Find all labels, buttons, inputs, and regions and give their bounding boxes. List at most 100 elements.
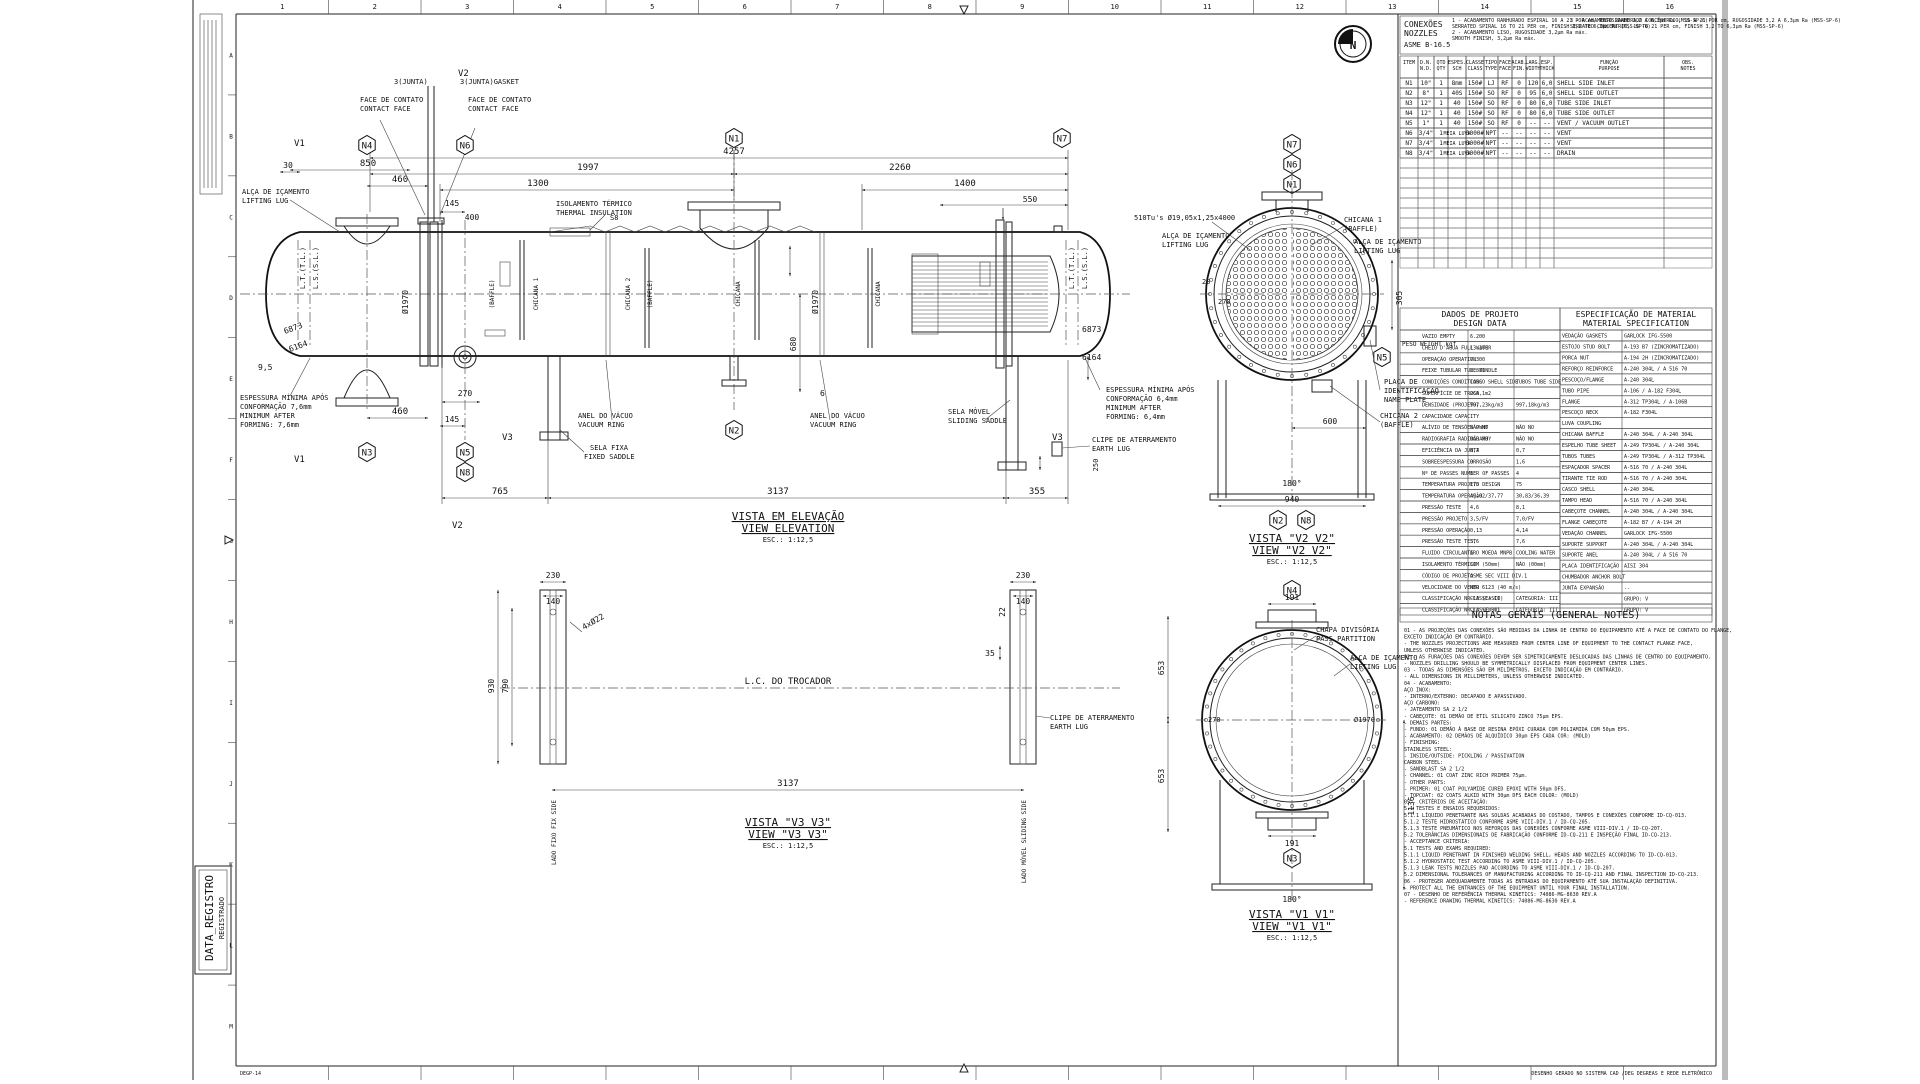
svg-text:MEIA LUVA: MEIA LUVA <box>1443 151 1470 157</box>
svg-text:ESTOJO STUD BOLT: ESTOJO STUD BOLT <box>1562 344 1610 350</box>
row-marker: J <box>229 781 233 788</box>
svg-text:RF: RF <box>1501 120 1509 127</box>
svg-text:N1: N1 <box>1287 181 1298 191</box>
svg-text:1: 1 <box>1439 110 1443 117</box>
svg-text:NÃO NO: NÃO NO <box>1516 436 1534 443</box>
data-registro-label: DATA_REGISTRO <box>203 875 216 961</box>
svg-text:SIM (50mm): SIM (50mm) <box>1470 562 1500 568</box>
svg-text:4,14: 4,14 <box>1516 528 1528 534</box>
svg-text:A-182 F304L: A-182 F304L <box>1624 410 1657 416</box>
general-note-line: 5.2 TOLERÂNCIAS DIMENSIONAIS DE FABRICAÇ… <box>1404 832 1672 839</box>
svg-text:QTD: QTD <box>1436 60 1445 66</box>
general-note-line: 5.1.3 TESTE PNEUMÁTICO NOS REFORÇOS DAS … <box>1404 825 1663 832</box>
contact-face-label-1: CONTACT FACE <box>360 105 411 113</box>
svg-text:0: 0 <box>1517 90 1521 97</box>
dim-6873-right: 6873 <box>1082 325 1101 334</box>
svg-text:N4: N4 <box>1287 587 1298 597</box>
v2-title-en: VIEW "V2 V2" <box>1252 544 1331 557</box>
nozzle-tag-n8: N8 <box>1297 509 1315 531</box>
footer-right-text: DESENHO GERADO NO SISTEMA CAD /DEG DEGRE… <box>1531 1070 1712 1077</box>
nozzle-tag-n5: N5 <box>456 441 474 463</box>
general-note-line: 5.1.2 TESTE HIDROSTÁTICO CONFORME ASME V… <box>1404 818 1591 825</box>
elevation-view: 4257 1997 2260 1300 1400 850 460 145 400… <box>240 69 1195 544</box>
v1-title-pt: VISTA "V1 V1" <box>1249 908 1335 921</box>
v1-dim-180: 180° <box>1282 895 1301 904</box>
vacuum-ring-label-en-1: VACUUM RING <box>578 421 624 429</box>
svg-text:VENT / VACUUM OUTLET: VENT / VACUUM OUTLET <box>1557 120 1630 127</box>
general-note-line: 5.1 TESTS AND EXAMS REQUIRED: <box>1404 846 1491 852</box>
svg-text:CLASSE: II: CLASSE: II <box>1470 608 1500 614</box>
svg-text:ESP.: ESP. <box>1541 60 1553 66</box>
sliding-saddle-label-en: SLIDING SADDLE <box>948 417 1007 425</box>
registrado-label: REGISTRADO <box>218 897 226 939</box>
svg-text:A-182 B7 / A-194 2H: A-182 B7 / A-194 2H <box>1624 520 1681 526</box>
general-note-line: - SANDBLAST SA 2 1/2 <box>1404 767 1464 773</box>
column-marker: 10 <box>1111 3 1119 11</box>
v3-fixed-side: LADO FIXO FIX SIDE <box>551 800 558 865</box>
svg-text:GRUPO: V: GRUPO: V <box>1624 608 1648 614</box>
general-note-line: 5.1.1 LIQUID PENETRANT IN FINISHED WELDI… <box>1404 852 1678 858</box>
svg-text:1: 1 <box>1439 90 1443 97</box>
svg-text:EFICIÊNCIA DA JUNTA: EFICIÊNCIA DA JUNTA <box>1422 446 1479 454</box>
svg-text:RF: RF <box>1501 80 1509 87</box>
svg-text:6,0: 6,0 <box>1542 110 1553 117</box>
general-note-line: - CHANNEL: 01 COAT ZINC RICH PRIMER 75µm… <box>1404 773 1527 779</box>
row-marker: D <box>229 295 233 302</box>
column-marker: 2 <box>373 3 377 11</box>
general-note-line: - FUNDO: 01 DEMÃO À BASE DE RESINA EPÓXI… <box>1404 726 1630 733</box>
svg-text:1: 1 <box>1439 150 1443 157</box>
svg-text:NPT: NPT <box>1486 130 1497 137</box>
v2-baffle2-label: (BAFFLE) <box>1380 421 1414 429</box>
view-mark-v3-left: V3 <box>502 433 513 443</box>
junta-label: 3(JUNTA) <box>394 78 428 86</box>
svg-text:FACE: FACE <box>1499 60 1511 66</box>
svg-text:GARLOCK IFG-5500: GARLOCK IFG-5500 <box>1624 531 1672 537</box>
v1-dim-191-bottom: 191 <box>1285 839 1300 848</box>
general-note-line: - ALL DIMENSIONS IN MILLIMETERS, UNLESS … <box>1404 674 1585 680</box>
general-notes: NOTAS GERAIS (GENERAL NOTES)01 - AS PROJ… <box>1399 607 1732 905</box>
column-marker: 4 <box>558 3 562 11</box>
svg-text:CÓDIGO DE PROJETO: CÓDIGO DE PROJETO <box>1422 572 1473 579</box>
svg-text:150#: 150# <box>1468 90 1483 97</box>
svg-text:SERRATED SPIRAL 16 TO 21 PER c: SERRATED SPIRAL 16 TO 21 PER cm, FINISH … <box>1452 24 1651 30</box>
svg-text:GRUPO: V: GRUPO: V <box>1624 597 1648 603</box>
svg-text:CONEXÕES: CONEXÕES <box>1404 18 1443 29</box>
svg-text:4: 4 <box>1516 471 1519 477</box>
svg-text:49,02/37,77: 49,02/37,77 <box>1470 494 1503 500</box>
general-note-line: 5.1.2 HYDROSTATIC TEST ACCORDING TO ASME… <box>1404 859 1597 865</box>
nozzle-tag-n2: N2 <box>725 419 743 441</box>
v1-dim-1136: 1136 <box>1407 796 1416 815</box>
lifting-lug-label-pt: ALÇA DE IÇAMENTO <box>242 188 309 196</box>
v3-dim-230-right: 230 <box>1016 571 1031 580</box>
svg-text:CAPACIDADE CAPACITY: CAPACIDADE CAPACITY <box>1422 414 1479 420</box>
svg-text:3,5/FV: 3,5/FV <box>1470 516 1488 522</box>
svg-text:150#: 150# <box>1468 80 1483 87</box>
dim-1997: 1997 <box>577 163 599 173</box>
row-marker: H <box>229 619 233 626</box>
min-thickness-label-3: MINIMUM AFTER <box>240 412 296 420</box>
svg-text:CHUMBADOR ANCHOR BOLT: CHUMBADOR ANCHOR BOLT <box>1562 575 1625 581</box>
v2-dim-600: 600 <box>1323 417 1338 426</box>
lt-label: L.T.(T.L.) <box>299 247 307 289</box>
v2-dim-940: 940 <box>1285 495 1300 504</box>
general-note-line: UNLESS OTHERWISE INDICATED. <box>1404 648 1485 654</box>
svg-text:PLACA IDENTIFICAÇÃO: PLACA IDENTIFICAÇÃO <box>1562 563 1619 570</box>
row-marker: B <box>229 133 233 140</box>
svg-text:ALÍVIO DE TENSÕES PWHT: ALÍVIO DE TENSÕES PWHT <box>1422 423 1488 431</box>
svg-text:DESIGN DATA: DESIGN DATA <box>1454 319 1507 328</box>
svg-text:TUBOS TUBES: TUBOS TUBES <box>1562 454 1595 460</box>
svg-text:SHELL SIDE INLET: SHELL SIDE INLET <box>1557 80 1615 87</box>
insulation-label-en: THERMAL INSULATION <box>556 209 632 217</box>
chicana-label-2: CHICANA 2 <box>625 277 632 310</box>
svg-text:COOLING WATER: COOLING WATER <box>1516 551 1556 557</box>
svg-text:N6: N6 <box>460 142 471 152</box>
svg-text:VENT: VENT <box>1557 130 1572 137</box>
svg-text:NÃO (00mm): NÃO (00mm) <box>1516 561 1546 568</box>
general-note-line: - FINISHING: <box>1404 740 1440 746</box>
lt-label-right: L.T.(T.L.) <box>1068 247 1076 289</box>
svg-text:2 - ACABAMENTO LISO, RUGOSIDAD: 2 - ACABAMENTO LISO, RUGOSIDADE 3,2µm Ra… <box>1452 29 1587 36</box>
column-marker: 13 <box>1388 3 1396 11</box>
svg-text:N4: N4 <box>1405 110 1413 117</box>
